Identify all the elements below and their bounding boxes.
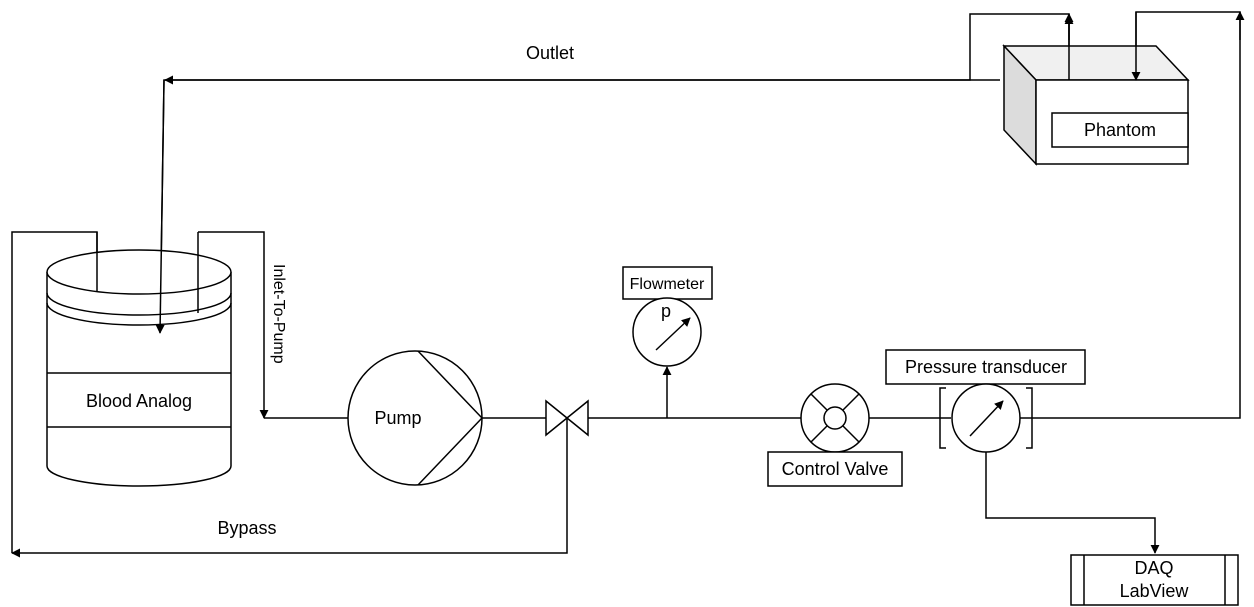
pressure-transducer bbox=[885, 349, 1086, 453]
daq-signal-line bbox=[985, 450, 1160, 554]
labview-label: LabView bbox=[1120, 581, 1190, 601]
pressure-transducer-label: Pressure transducer bbox=[905, 357, 1067, 377]
outlet-pipe bbox=[155, 13, 1070, 336]
daq-label: DAQ bbox=[1134, 558, 1173, 578]
control-valve bbox=[767, 383, 903, 487]
inlet-to-pump-label: Inlet-To-Pump bbox=[270, 264, 287, 364]
flowmeter-symbol: p bbox=[661, 301, 671, 321]
phantom-box bbox=[1002, 44, 1190, 166]
bypass-pipe bbox=[11, 418, 568, 558]
inlet-to-pump-pipe bbox=[198, 231, 269, 419]
flowmeter-label: Flowmeter bbox=[630, 276, 705, 293]
outlet-label: Outlet bbox=[526, 43, 574, 63]
pump-label: Pump bbox=[374, 408, 421, 428]
pump bbox=[347, 350, 483, 486]
blood-analog-label: Blood Analog bbox=[86, 391, 192, 411]
phantom-label: Phantom bbox=[1084, 120, 1156, 140]
bypass-label: Bypass bbox=[217, 518, 276, 538]
control-valve-label: Control Valve bbox=[782, 459, 889, 479]
flowmeter bbox=[622, 266, 713, 367]
blood-analog-tank bbox=[46, 232, 232, 487]
bypass-valve bbox=[545, 399, 589, 437]
outlet-into-tank bbox=[155, 79, 165, 334]
daq-box bbox=[1070, 554, 1239, 606]
